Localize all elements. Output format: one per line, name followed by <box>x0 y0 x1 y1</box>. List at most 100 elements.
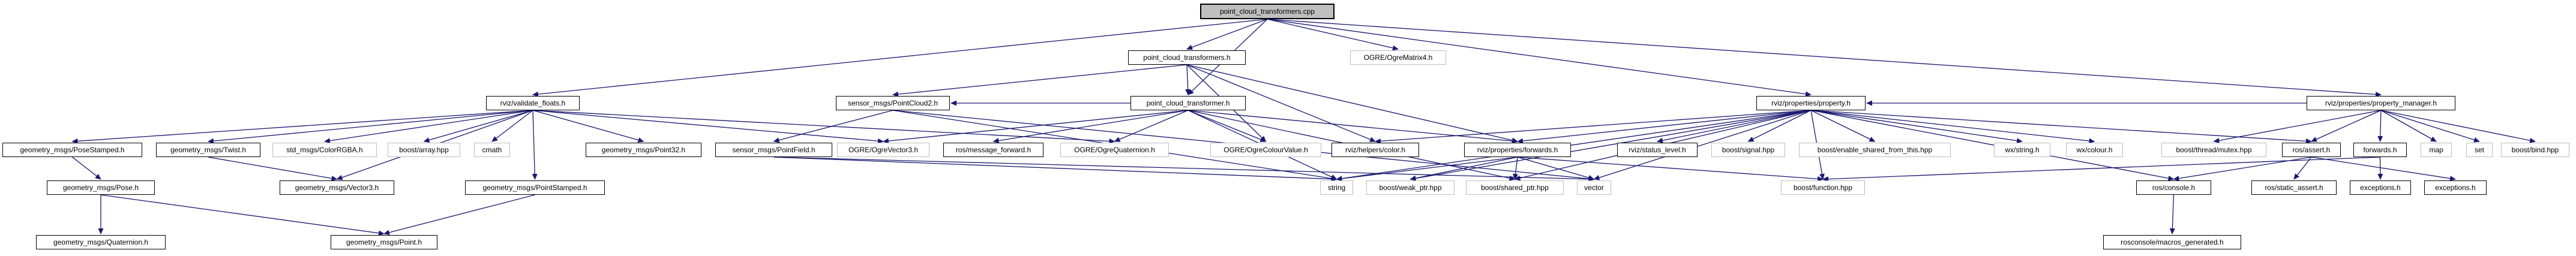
include-edge-twist-to-vec3 <box>208 156 338 181</box>
include-edge-root-to-ogrematrix4 <box>1267 19 1399 51</box>
include-edge-pc2-to-pointfield <box>773 110 893 143</box>
graph-node-pointstamped[interactable]: geometry_msgs/PointStamped.h <box>465 180 605 195</box>
graph-node-fwds[interactable]: forwards.h <box>2353 143 2407 157</box>
include-edge-rvizfwds-to-weakptr <box>1410 156 1518 181</box>
graph-node-set[interactable]: set <box>2466 143 2493 157</box>
graph-node-sharedptr[interactable]: boost/shared_ptr.hpp <box>1466 180 1564 195</box>
graph-node-rvizfwds[interactable]: rviz/properties/forwards.h <box>1464 143 1571 157</box>
include-edge-propman-to-boostbind <box>2380 110 2536 143</box>
include-edge-rvizfwds-to-string <box>1336 156 1518 182</box>
include-edge-root-to-prop <box>1267 19 1812 97</box>
include-edge-validate-to-cmath <box>491 110 533 142</box>
include-edge-validate-to-posestamped <box>71 110 533 144</box>
graph-node-map[interactable]: map <box>2421 143 2452 157</box>
graph-node-pc2[interactable]: sensor_msgs/PointCloud2.h <box>836 96 950 110</box>
graph-node-wxstring[interactable]: wx/string.h <box>1994 143 2050 157</box>
include-edge-root-to-pct_h <box>1186 19 1268 50</box>
include-edge-rosassert-to-exceptions2 <box>2311 156 2456 182</box>
graph-node-pointfield[interactable]: sensor_msgs/PointField.h <box>715 143 832 157</box>
graph-node-vector[interactable]: vector <box>1577 180 1611 195</box>
graph-node-msgfwd[interactable]: ros/message_forward.h <box>943 143 1043 157</box>
graph-node-colorrgba[interactable]: std_msgs/ColorRGBA.h <box>272 143 377 157</box>
graph-node-ogrecolour[interactable]: OGRE/OgreColourValue.h <box>1210 143 1321 157</box>
include-edge-prop-to-string <box>1336 110 1812 182</box>
graph-node-exceptions2[interactable]: exceptions.h <box>2424 180 2487 195</box>
include-edge-validate-to-ogrequat <box>532 110 1115 144</box>
include-edge-prop-to-rvizfwds <box>1517 110 1812 144</box>
include-edge-propman-to-mutex <box>2213 110 2382 143</box>
graph-node-string[interactable]: string <box>1320 180 1353 195</box>
include-edge-pct_h-to-helpcolor <box>1186 64 1376 142</box>
graph-node-weakptr[interactable]: boost/weak_ptr.hpp <box>1366 180 1455 195</box>
graph-node-validate[interactable]: rviz/validate_floats.h <box>486 96 580 110</box>
include-edge-prop-to-statuslevel <box>1657 110 1812 143</box>
edge-group <box>71 19 2536 236</box>
graph-node-macros[interactable]: rosconsole/macros_generated.h <box>2103 235 2241 249</box>
graph-node-wxcolour[interactable]: wx/colour.h <box>2066 143 2123 157</box>
include-edge-propman-to-fwds <box>2377 110 2383 142</box>
include-edge-prop-to-enableshared <box>1810 110 1876 142</box>
graph-node-twist[interactable]: geometry_msgs/Twist.h <box>156 143 260 157</box>
include-edge-prop-to-rosassert <box>1810 110 2312 144</box>
graph-node-prop[interactable]: rviz/properties/property.h <box>1756 96 1866 110</box>
include-edge-prop-to-wxstring <box>1810 110 2023 144</box>
graph-node-rosassert[interactable]: ros/assert.h <box>2282 143 2341 157</box>
include-edge-pct1_h-to-msgfwd <box>992 110 1189 144</box>
graph-node-point[interactable]: geometry_msgs/Point.h <box>331 235 437 249</box>
graph-node-enableshared[interactable]: boost/enable_shared_from_this.hpp <box>1799 143 1951 157</box>
include-edge-validate-to-colorrgba <box>324 110 533 144</box>
graph-node-propman[interactable]: rviz/properties/property_manager.h <box>2307 96 2455 110</box>
include-edge-propman-to-rosassert <box>2311 110 2382 142</box>
include-edge-rosconsole-to-macros <box>2169 194 2175 234</box>
include-edge-pct1_h-to-ogrecolour <box>1187 110 1267 142</box>
include-edge-prop-to-helpcolor <box>1375 110 1812 144</box>
graph-node-ogrematrix4[interactable]: OGRE/OgreMatrix4.h <box>1350 50 1446 65</box>
include-edge-pct1_h-to-ogrequat <box>1114 110 1189 142</box>
include-edge-posestamped-to-pose <box>72 156 101 180</box>
graph-node-ogrequat[interactable]: OGRE/OgreQuaternion.h <box>1060 143 1169 157</box>
include-edge-root-to-validate <box>532 19 1268 97</box>
graph-node-boostarray[interactable]: boost/array.hpp <box>388 143 460 157</box>
graph-node-vec3[interactable]: geometry_msgs/Vector3.h <box>280 180 394 195</box>
include-edge-validate-to-ogrevec3 <box>532 110 884 144</box>
graph-node-root: point_cloud_transformers.cpp <box>1200 4 1335 19</box>
graph-node-mutex[interactable]: boost/thread/mutex.hpp <box>2161 143 2266 157</box>
include-edge-pct_h-to-pc2 <box>892 64 1187 97</box>
graph-node-statuslevel[interactable]: rviz/status_level.h <box>1617 143 1698 157</box>
graph-node-boostsignal[interactable]: boost/signal.hpp <box>1711 143 1785 157</box>
graph-node-cmath[interactable]: cmath <box>474 143 510 157</box>
include-edge-pct1_h-to-rvizfwds <box>1187 110 1518 144</box>
include-edge-root-to-propman <box>1267 19 2382 97</box>
graph-node-pct1_h[interactable]: point_cloud_transformer.h <box>1130 96 1246 110</box>
graph-node-quaternion[interactable]: geometry_msgs/Quaternion.h <box>36 235 166 249</box>
graph-node-ogrevec3[interactable]: OGRE/OgreVector3.h <box>837 143 929 157</box>
include-edge-propman-to-map <box>2380 110 2437 142</box>
graph-node-pose[interactable]: geometry_msgs/Pose.h <box>47 180 155 195</box>
graph-node-point32[interactable]: geometry_msgs/Point32.h <box>586 143 701 157</box>
graph-node-boostbind[interactable]: boost/bind.hpp <box>2501 143 2569 157</box>
include-edge-pointfield-to-string <box>773 156 1338 182</box>
include-edge-pct1_h-to-ogrevec3 <box>883 110 1189 144</box>
include-edge-pct_h-to-pct1_h <box>1185 64 1191 95</box>
include-edge-validate-to-pointstamped <box>532 110 538 180</box>
include-edge-rosassert-to-staticassert <box>2293 156 2312 180</box>
include-edge-pose-to-point <box>100 194 385 236</box>
graph-node-pct_h[interactable]: point_cloud_transformers.h <box>1128 50 1246 65</box>
graph-node-staticassert[interactable]: ros/static_assert.h <box>2251 180 2337 195</box>
include-edge-rvizfwds-to-function <box>1517 156 1824 182</box>
graph-node-exceptions1[interactable]: exceptions.h <box>2350 180 2411 195</box>
graph-node-function[interactable]: boost/function.hpp <box>1781 180 1865 195</box>
include-edge-validate-to-point32 <box>532 110 644 143</box>
graph-node-helpcolor[interactable]: rviz/helpers/color.h <box>1332 143 1419 157</box>
graph-node-rosconsole[interactable]: ros/console.h <box>2136 180 2211 195</box>
include-edge-prop-to-boostsignal <box>1747 110 1812 142</box>
include-edge-prop-to-vector <box>1593 110 1812 180</box>
include-edge-validate-to-twist <box>208 110 533 144</box>
include-edge-pointstamped-to-point <box>383 194 535 236</box>
include-edge-fwds-to-exceptions1 <box>2377 156 2383 180</box>
graph-node-posestamped[interactable]: geometry_msgs/PoseStamped.h <box>2 143 142 157</box>
include-edge-pointfield-to-vector <box>773 156 1595 182</box>
include-edge-rosassert-to-rosconsole <box>2173 156 2312 182</box>
